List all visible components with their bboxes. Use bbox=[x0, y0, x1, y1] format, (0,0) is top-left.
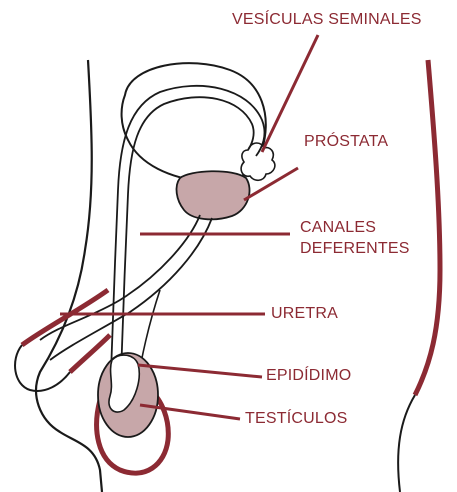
label-seminal-vesicles: VESÍCULAS SEMINALES bbox=[232, 10, 422, 30]
penis-shaft-bottom bbox=[70, 335, 110, 372]
label-epididymis: EPIDÍDIMO bbox=[266, 366, 351, 386]
body-outline-left bbox=[36, 60, 102, 492]
label-vas-deferens-line1: CANALES bbox=[300, 217, 410, 238]
leader-epididymis bbox=[138, 365, 262, 377]
label-prostate: PRÓSTATA bbox=[304, 132, 388, 152]
label-vas-deferens-line2: DEFERENTES bbox=[300, 238, 410, 259]
penis-shaft-top bbox=[22, 290, 108, 345]
label-vas-deferens: CANALES DEFERENTES bbox=[300, 217, 410, 259]
label-urethra: URETRA bbox=[271, 304, 338, 324]
prostate bbox=[177, 171, 250, 219]
body-outline-right-lower bbox=[398, 395, 415, 492]
urethra-lower bbox=[50, 218, 212, 360]
label-testicles: TESTÍCULOS bbox=[245, 409, 347, 429]
body-outline-right-upper bbox=[415, 60, 440, 395]
